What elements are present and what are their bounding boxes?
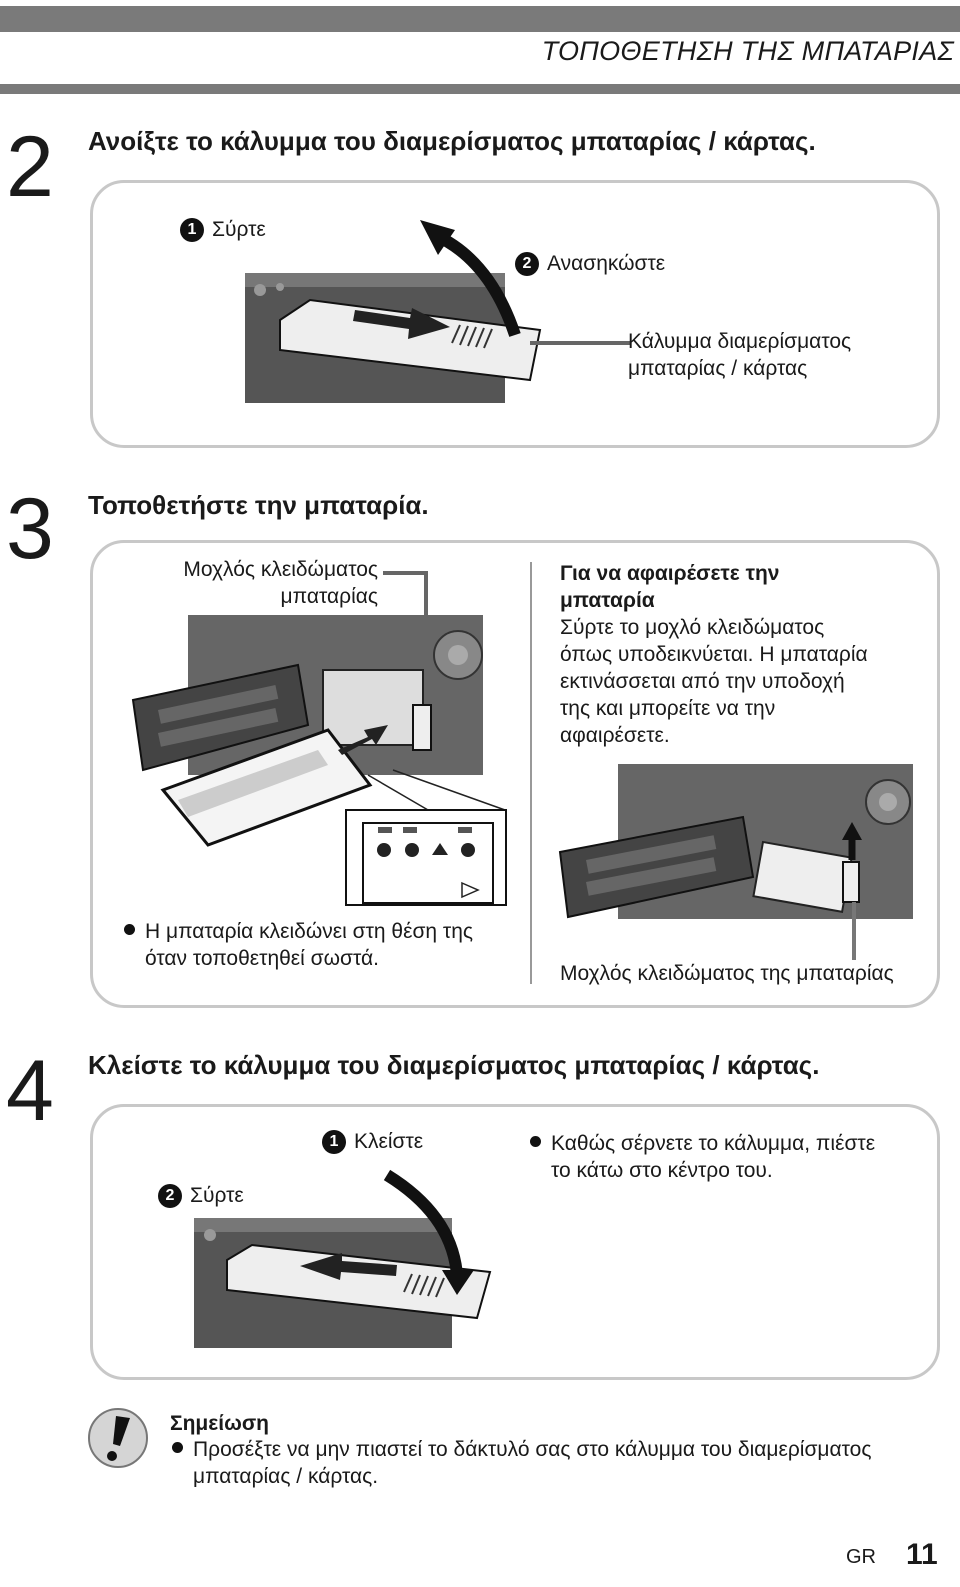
step-number-2: 2	[6, 119, 54, 215]
lock-lever	[412, 704, 432, 751]
remove-battery-illustration	[558, 764, 913, 960]
step-4-illustration-box	[90, 1104, 940, 1380]
page-header-title: ΤΟΠΟΘΕΤΗΣΗ ΤΗΣ ΜΠΑΤΑΡΙΑΣ	[541, 36, 954, 66]
close-cover-illustration	[194, 1169, 492, 1348]
slide-arrow-icon	[353, 308, 450, 339]
slide-press-note: Καθώς σέρνετε το κάλυμμα, πιέστε το κάτω…	[530, 1130, 875, 1184]
bullet-icon	[172, 1442, 183, 1453]
page-number: 11	[906, 1538, 938, 1571]
step-badge-1: 1	[322, 1130, 346, 1154]
battery-lock-note: Η μπαταρία κλειδώνει στη θέση της όταν τ…	[124, 918, 473, 972]
open-cover-illustration	[245, 220, 630, 403]
bullet-icon	[124, 924, 135, 935]
step-number-3: 3	[6, 481, 54, 577]
cover-label: Κάλυμμα διαμερίσματος μπαταρίας / κάρτας	[628, 330, 852, 380]
step-3-divider	[530, 562, 532, 984]
bullet-icon	[530, 1136, 541, 1147]
header-bottom-bar	[0, 84, 960, 94]
step-badge-1: 1	[180, 218, 204, 242]
step-3-illustration-box	[90, 540, 940, 1008]
insert-arrow-icon	[338, 725, 388, 755]
step-3-title: Τοποθετήστε την μπαταρία.	[88, 490, 429, 520]
step-4-title: Κλείστε το κάλυμμα του διαμερίσματος μπα…	[88, 1050, 820, 1080]
insert-battery-illustration	[131, 571, 507, 906]
lock-lever	[842, 861, 860, 903]
battery-cover	[279, 298, 542, 382]
step-2-illustration-box	[90, 180, 940, 448]
footer-language: GR	[846, 1546, 876, 1568]
header-top-bar	[0, 6, 960, 32]
slide-arrow-icon	[300, 1253, 397, 1280]
step-badge-2: 2	[515, 252, 539, 276]
note-text: Προσέξτε να μην πιαστεί το δάκτυλό σας σ…	[172, 1436, 871, 1490]
remove-battery-heading: Για να αφαιρέσετε την μπαταρία	[560, 562, 780, 612]
lock-lever-label: Μοχλός κλειδώματος μπαταρίας	[183, 558, 378, 608]
close-arrow-icon	[383, 1169, 463, 1276]
remove-battery-instructions: Σύρτε το μοχλό κλειδώματος όπως υποδεικν…	[560, 616, 868, 747]
lever-caption: Μοχλός κλειδώματος της μπαταρίας	[560, 962, 894, 985]
battery-cover	[226, 1243, 492, 1320]
note-title: Σημείωση	[170, 1412, 270, 1435]
caution-icon	[88, 1408, 148, 1468]
step-number-4: 4	[6, 1043, 54, 1139]
step-2-title: Ανοίξτε το κάλυμμα του διαμερίσματος μπα…	[88, 126, 816, 156]
step-badge-2: 2	[158, 1184, 182, 1208]
